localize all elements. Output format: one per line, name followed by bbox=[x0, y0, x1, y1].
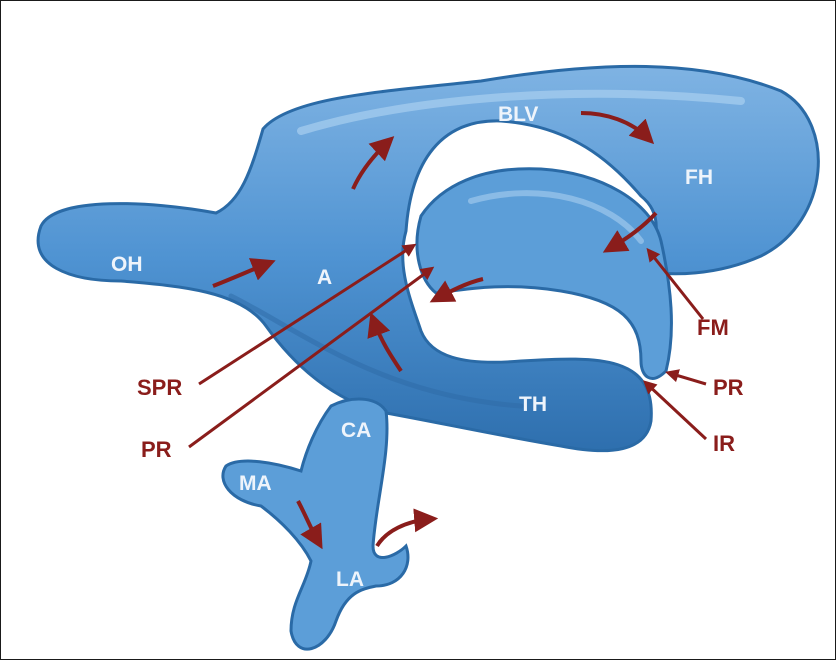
label-ca: CA bbox=[341, 419, 371, 442]
label-blv: BLV bbox=[498, 103, 538, 126]
label-pr-left: PR bbox=[141, 437, 172, 462]
pointer-pr-right bbox=[669, 373, 706, 384]
flow-arrow-la-out bbox=[377, 519, 431, 546]
label-ma: MA bbox=[239, 472, 272, 495]
label-ir: IR bbox=[713, 431, 735, 456]
aqueduct-shape bbox=[223, 399, 408, 649]
label-la: LA bbox=[336, 568, 364, 591]
label-th: TH bbox=[519, 393, 547, 416]
label-spr: SPR bbox=[137, 375, 182, 400]
label-pr-right: PR bbox=[713, 375, 744, 400]
label-fh: FH bbox=[685, 166, 713, 189]
label-fm: FM bbox=[697, 315, 729, 340]
pointer-ir bbox=[646, 383, 706, 439]
label-oh: OH bbox=[111, 253, 143, 276]
label-a: A bbox=[317, 266, 332, 289]
inner-arm-shape bbox=[417, 169, 671, 379]
